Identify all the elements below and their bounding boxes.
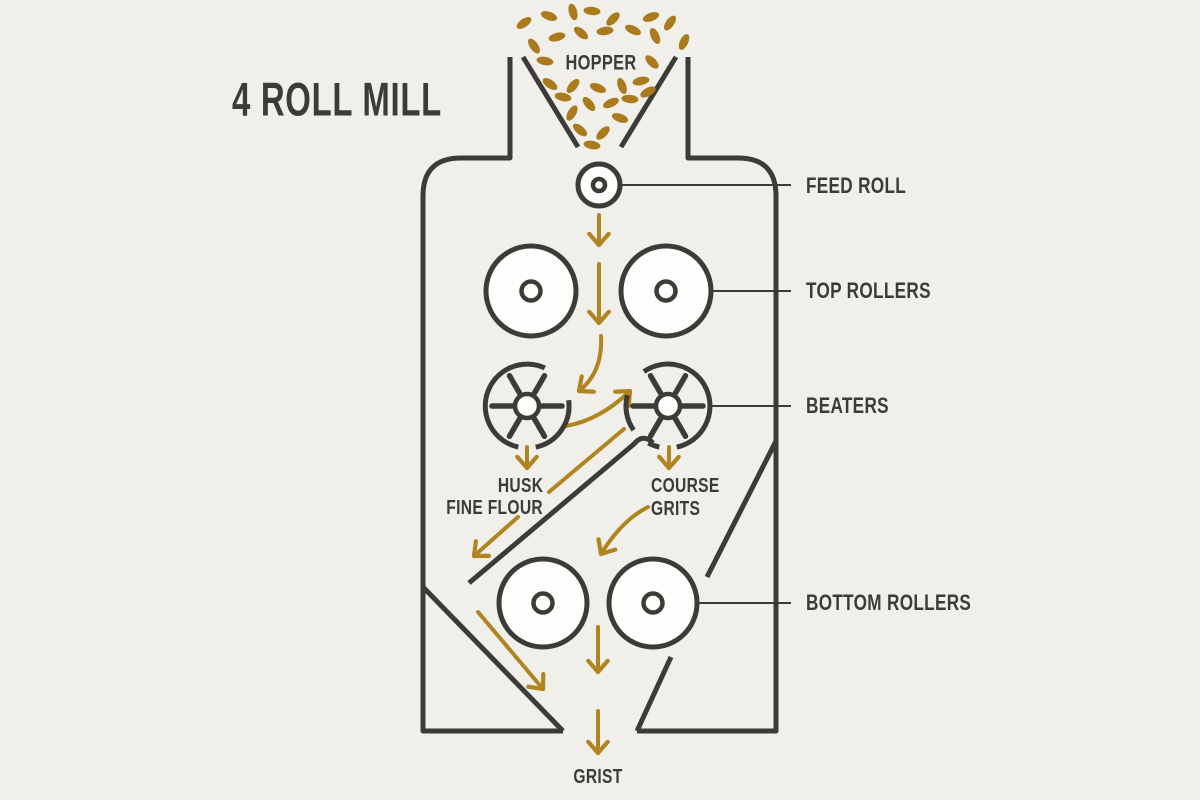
grain-kernel xyxy=(664,15,676,31)
grain-kernel xyxy=(566,78,580,94)
grain-kernel xyxy=(596,26,614,36)
grain-kernel xyxy=(548,32,566,42)
top-roller-left-hub xyxy=(519,279,543,303)
bottom-rollers-label: BOTTOM ROLLERS xyxy=(806,590,972,615)
discharge-funnel-left xyxy=(421,585,565,733)
page-title: 4 ROLL MILL xyxy=(232,72,442,126)
grain-kernel xyxy=(603,97,619,109)
grain-kernel xyxy=(566,105,578,121)
grain-kernel xyxy=(516,17,532,29)
feed-roll-hub xyxy=(590,176,608,194)
body-left-wall xyxy=(420,57,563,734)
beater-left-hub xyxy=(512,391,542,421)
grain-kernel xyxy=(583,6,601,16)
beater-left xyxy=(482,361,572,450)
flow-arrow-grits-to-rollers xyxy=(596,505,650,557)
hopper-label: HOPPER xyxy=(565,51,637,75)
top-rollers-label: TOP ROLLERS xyxy=(806,278,931,303)
grain-kernel xyxy=(568,3,578,21)
feed-roll xyxy=(575,161,623,209)
grits-label-line1: COURSE xyxy=(651,475,720,497)
grain-kernel xyxy=(649,28,661,44)
grain-kernel xyxy=(642,12,660,22)
feed-roll-label: FEED ROLL xyxy=(806,173,907,198)
separator-chute xyxy=(467,435,655,585)
bottom-roller-right-hub xyxy=(641,591,665,615)
grain-kernel xyxy=(528,38,540,54)
beaters-label: BEATERS xyxy=(806,393,889,418)
grain-kernel xyxy=(572,123,588,137)
grain-kernel xyxy=(606,12,620,26)
grain-kernel xyxy=(625,24,641,36)
grain-kernel xyxy=(542,78,558,90)
bottom-roller-right xyxy=(606,556,700,650)
bottom-roller-left xyxy=(496,556,590,650)
grain-kernel xyxy=(645,55,659,69)
beater-right-hub xyxy=(653,391,683,421)
grain-kernel xyxy=(621,94,639,104)
flow-arrow-husk-bypass xyxy=(476,610,546,692)
grain-kernel xyxy=(596,126,610,140)
top-roller-right-hub xyxy=(654,279,678,303)
top-roller-right xyxy=(618,243,714,339)
grain-kernel xyxy=(611,113,629,123)
grain-kernels xyxy=(516,3,690,150)
hopper-funnel xyxy=(520,55,679,149)
hopper-wall-left xyxy=(520,55,581,149)
grain-kernel xyxy=(540,11,558,21)
beater-left-spokes xyxy=(489,372,565,440)
grain-kernel xyxy=(536,56,554,66)
beater-right-spokes xyxy=(630,372,706,440)
flow-arrow-beater-transfer xyxy=(564,388,633,428)
husk-label-line1: HUSK xyxy=(497,475,543,497)
husk-label-line2: FINE FLOUR xyxy=(446,497,543,519)
grain-kernel xyxy=(617,77,627,95)
flow-line-husk-chute-upper xyxy=(547,427,626,494)
grain-kernel xyxy=(640,86,656,98)
grain-kernel xyxy=(589,82,607,94)
grain-kernel xyxy=(583,140,601,150)
leader-lines xyxy=(622,184,791,604)
flow-arrow-husk-chute xyxy=(471,515,520,559)
grain-kernel xyxy=(554,92,572,102)
bottom-roller-left-hub xyxy=(531,591,555,615)
right-chute xyxy=(704,439,779,579)
hopper-wall-right xyxy=(618,55,679,149)
grist-label: GRIST xyxy=(573,766,623,788)
grain-kernel xyxy=(632,76,650,86)
mill-body-outline xyxy=(420,57,779,734)
grain-kernel xyxy=(582,96,596,112)
discharge-funnel-right xyxy=(634,655,674,733)
grits-label-line2: GRITS xyxy=(651,498,701,520)
flow-arrow-to-left-beater xyxy=(576,334,604,394)
grain-kernel xyxy=(678,34,690,50)
grain-kernel xyxy=(573,26,589,40)
top-roller-left xyxy=(483,243,579,339)
beater-right xyxy=(623,361,713,450)
beater-left-rim xyxy=(482,361,572,450)
body-right-wall xyxy=(637,57,779,734)
beater-right-rim xyxy=(623,361,713,450)
flow-arrows xyxy=(471,213,681,756)
